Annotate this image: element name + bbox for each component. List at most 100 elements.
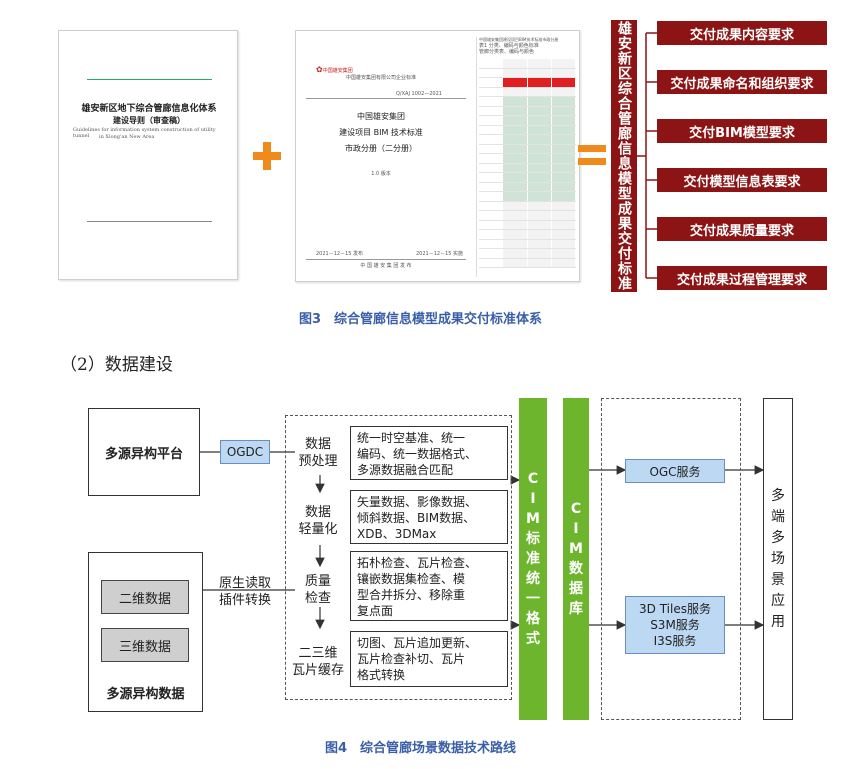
mini-table-cell <box>551 59 575 68</box>
mini-table-cell <box>503 97 527 106</box>
doc-divider-bottom <box>87 221 212 222</box>
mini-table-cell <box>503 192 527 201</box>
doc2-version: 1.0 版本 <box>371 171 391 177</box>
mini-table-cell <box>551 192 575 201</box>
mini-table-cell <box>527 258 551 267</box>
mini-table-cell <box>527 144 551 153</box>
mini-table-row <box>479 106 576 116</box>
mini-table-cell <box>479 154 503 163</box>
mini-table-cell <box>503 173 527 182</box>
mini-table-row <box>479 258 576 268</box>
mini-table-cell <box>551 106 575 115</box>
mini-table-row <box>479 173 576 183</box>
mini-table-cell <box>479 173 503 182</box>
mini-table-cell <box>527 116 551 125</box>
doc2-code: Q/XAJ 1002—2021 <box>396 91 442 97</box>
mini-table-cell <box>503 78 527 87</box>
mini-table-cell <box>503 220 527 229</box>
doc2-issue-date: 2021－12－15 发布 <box>316 251 364 257</box>
mini-table-row <box>479 154 576 164</box>
mini-table-cell <box>479 59 503 68</box>
mini-table-row <box>479 125 576 135</box>
mini-table-cell <box>479 201 503 210</box>
mini-table-cell <box>527 201 551 210</box>
mini-table-row <box>479 97 576 107</box>
mini-table-cell <box>503 135 527 144</box>
mini-table-row <box>479 211 576 221</box>
mini-table-row <box>479 87 576 97</box>
mini-table-cell <box>479 220 503 229</box>
doc1-english-1: Guidelines for information system constr… <box>73 127 216 139</box>
doc2-title-1: 中国雄安集团 <box>357 112 405 121</box>
mini-table-cell <box>527 97 551 106</box>
requirement-bim-model: 交付BIM模型要求 <box>657 119 827 143</box>
mini-table-row <box>479 68 576 78</box>
mini-table-cell <box>551 173 575 182</box>
mini-table-cell <box>503 59 527 68</box>
desc-tile-cache: 切图、瓦片追加更新、瓦片检查补切、瓦片格式转换 <box>350 631 508 687</box>
doc2-org-standard: 中国雄安集团有限公司企业标准 <box>345 75 416 81</box>
mini-table-cell <box>479 135 503 144</box>
mini-table-cell <box>503 154 527 163</box>
ogdc-box: OGDC <box>220 440 270 464</box>
mini-table-cell <box>551 125 575 134</box>
mini-table-cell <box>479 230 503 239</box>
mini-table-cell <box>527 78 551 87</box>
ogc-service-box: OGC服务 <box>625 459 725 483</box>
read-plugin-label: 原生读取 插件转换 <box>218 576 271 608</box>
mini-table-cell <box>503 106 527 115</box>
mini-table-cell <box>551 211 575 220</box>
requirement-info-table: 交付模型信息表要求 <box>657 168 827 192</box>
mini-table-cell <box>527 87 551 96</box>
doc1-title: 雄安新区地下综合管廊信息化体系 <box>81 104 217 114</box>
mini-table-cell <box>527 125 551 134</box>
step-lightweight: 数据轻量化 <box>298 505 338 537</box>
step-quality-check: 质量检查 <box>304 574 331 606</box>
multi-source-platform: 多源异构平台 <box>88 408 200 496</box>
doc-bim-standard: ✿中国雄安集团 中国雄安集团有限公司企业标准 Q/XAJ 1002—2021 中… <box>295 30 580 282</box>
mini-table-row <box>479 249 576 259</box>
mini-table-cell <box>479 125 503 134</box>
services-panel <box>601 398 741 720</box>
desc-quality-check: 拓朴检查、瓦片检查、镶嵌数据集检查、模型合并拆分、移除重复点面 <box>350 551 508 621</box>
mini-table-cell <box>479 249 503 258</box>
mini-table-cell <box>503 230 527 239</box>
mini-table-cell <box>551 97 575 106</box>
mini-table-row <box>479 59 576 69</box>
multi-terminal-app: 多端多 场景应用 <box>763 398 793 720</box>
mini-table-cell <box>479 258 503 267</box>
doc3-line-1: 表1 分类、编码与颜色标准 <box>479 43 539 49</box>
doc1-subtitle: 建设导则（审查稿） <box>113 115 185 125</box>
delivery-standard-title: 雄安新区综合管廊信息模型成果交付标准 <box>611 20 637 292</box>
plus-icon <box>253 142 281 170</box>
mini-table-cell <box>503 249 527 258</box>
doc-divider-top <box>87 79 212 80</box>
mini-table-cell <box>479 68 503 77</box>
mini-table-cell <box>479 144 503 153</box>
mini-table-cell <box>551 68 575 77</box>
mini-table-cell <box>527 211 551 220</box>
fig4-caption: 图4 综合管廊场景数据技术路线 <box>324 741 517 756</box>
mini-table-row <box>479 201 576 211</box>
mini-table-cell <box>527 135 551 144</box>
mini-table-cell <box>479 97 503 106</box>
mini-table-cell <box>503 258 527 267</box>
doc3-line-2: 管廊分类表、编码与颜色 <box>479 49 535 55</box>
mini-table-cell <box>503 68 527 77</box>
requirement-process: 交付成果过程管理要求 <box>657 266 827 290</box>
doc3-table-page: 中国雄安集团建设项目BIM技术标准市政分册 表1 分类、编码与颜色标准 管廊分类… <box>476 37 578 277</box>
mini-table-row <box>479 135 576 145</box>
mini-table-row <box>479 78 576 88</box>
doc-guideline-cover: 雄安新区地下综合管廊信息化体系 建设导则（审查稿） Guidelines for… <box>58 30 238 280</box>
mini-table-row <box>479 163 576 173</box>
mini-table-cell <box>551 163 575 172</box>
mini-table-row <box>479 192 576 202</box>
step-tile-cache: 二三维瓦片缓存 <box>291 646 344 678</box>
mini-table-cell <box>503 201 527 210</box>
mini-table-cell <box>527 220 551 229</box>
data-2d-box: 二维数据 <box>101 580 189 614</box>
